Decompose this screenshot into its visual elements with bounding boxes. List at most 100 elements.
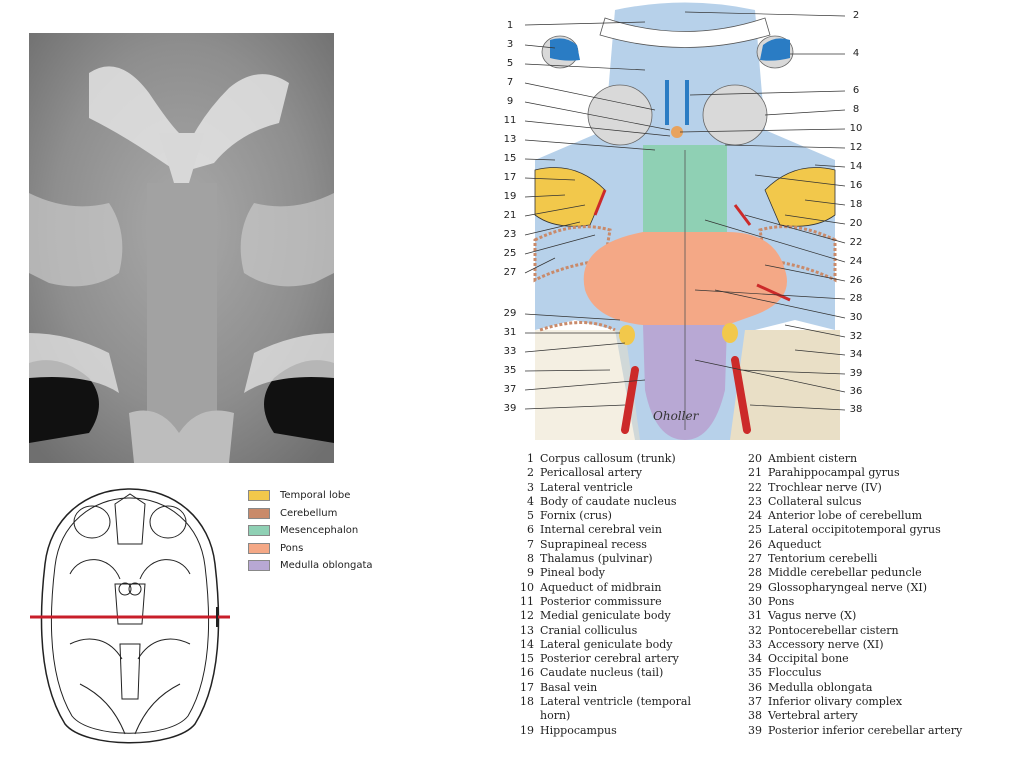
legend-label: Medulla oblongata — [280, 560, 373, 572]
mri-coronal-image — [29, 33, 334, 463]
anatomical-diagram: Oholler 1 3 5 7 9 11 13 15 17 19 21 23 2… — [495, 0, 875, 440]
label-number: 2 — [852, 10, 860, 21]
label-number: 6 — [852, 85, 860, 96]
color-legend: Temporal lobe Cerebellum Mesencephalon P… — [248, 487, 373, 575]
legend-swatch — [248, 507, 270, 519]
label-number: 21 — [503, 210, 517, 221]
label-number: 16 — [849, 180, 863, 191]
legend-swatch — [248, 490, 270, 502]
legend-item-medulla-oblongata: Medulla oblongata — [248, 557, 373, 575]
legend-swatch — [248, 542, 270, 554]
label-number: 23 — [503, 229, 517, 240]
label-number: 24 — [849, 256, 863, 267]
label-number: 3 — [506, 39, 514, 50]
label-number: 34 — [849, 349, 863, 360]
legend-swatch — [248, 560, 270, 572]
label-number: 37 — [503, 384, 517, 395]
list-item: horn) — [540, 709, 571, 723]
label-number: 14 — [849, 161, 863, 172]
label-number: 33 — [503, 346, 517, 357]
legend-item-mesencephalon: Mesencephalon — [248, 522, 373, 540]
label-number: 5 — [506, 58, 514, 69]
axial-section-schematic — [30, 484, 230, 759]
label-number: 18 — [849, 199, 863, 210]
label-number: 15 — [503, 153, 517, 164]
label-number: 4 — [852, 48, 860, 59]
label-number: 32 — [849, 331, 863, 342]
label-number: 22 — [849, 237, 863, 248]
legend-item-pons: Pons — [248, 540, 373, 558]
label-number: 7 — [506, 77, 514, 88]
legend-item-temporal-lobe: Temporal lobe — [248, 487, 373, 505]
label-number: 11 — [503, 115, 517, 126]
legend-swatch — [248, 525, 270, 537]
label-number: 38 — [849, 404, 863, 415]
label-number: 36 — [849, 386, 863, 397]
label-number: 39 — [849, 368, 863, 379]
label-number: 28 — [849, 293, 863, 304]
legend-label: Pons — [280, 542, 304, 554]
label-number: 35 — [503, 365, 517, 376]
label-number: 19 — [503, 191, 517, 202]
label-number: 1 — [506, 20, 514, 31]
legend-label: Cerebellum — [280, 507, 338, 519]
label-number: 20 — [849, 218, 863, 229]
label-number: 39 — [503, 403, 517, 414]
label-number: 31 — [503, 327, 517, 338]
label-number: 12 — [849, 142, 863, 153]
label-number: 26 — [849, 275, 863, 286]
label-number: 8 — [852, 104, 860, 115]
legend-label: Temporal lobe — [280, 490, 351, 502]
label-number: 27 — [503, 267, 517, 278]
label-number: 10 — [849, 123, 863, 134]
label-number: 25 — [503, 248, 517, 259]
legend-label: Mesencephalon — [280, 525, 359, 537]
label-number: 30 — [849, 312, 863, 323]
label-number: 29 — [503, 308, 517, 319]
label-number: 13 — [503, 134, 517, 145]
label-number: 9 — [506, 96, 514, 107]
illustrator-signature: Oholler — [653, 409, 700, 423]
label-number: 17 — [503, 172, 517, 183]
